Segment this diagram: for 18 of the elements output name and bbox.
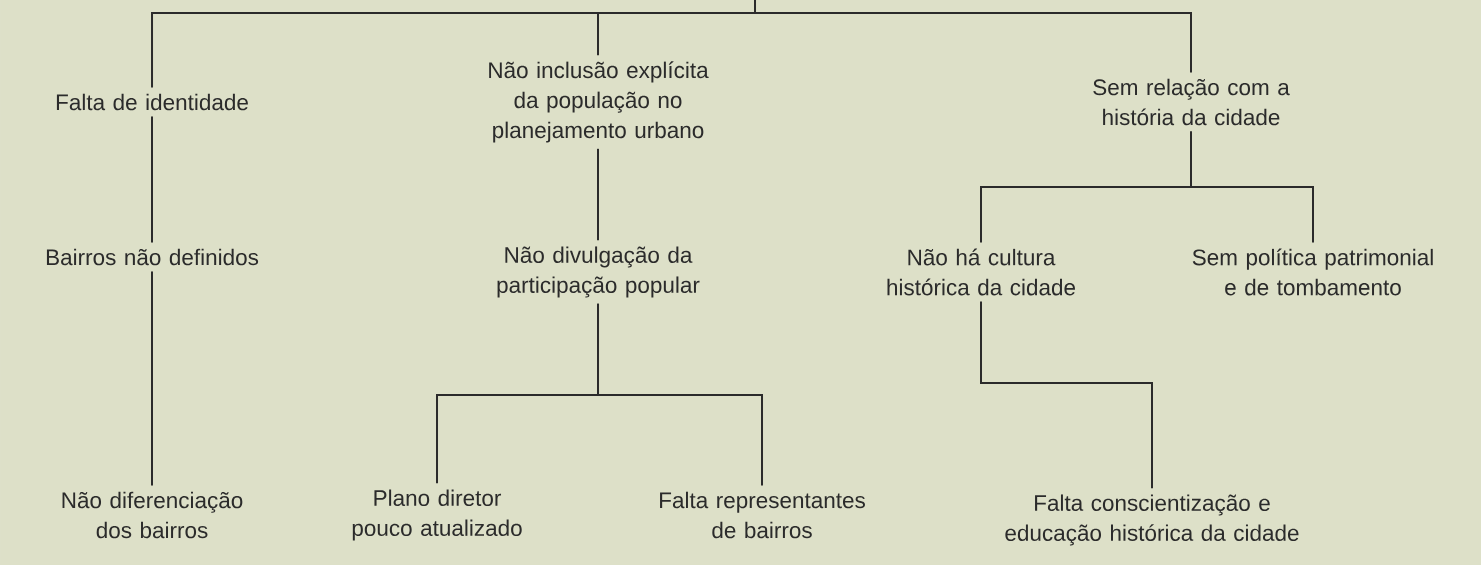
text-label: Não há cultura histórica da cidade [887, 248, 1075, 296]
connector-line [597, 147, 599, 242]
connector-line [754, 0, 1192, 74]
text-label: Falta conscientização e educação histórica da cidade [1005, 494, 1299, 546]
text-label: Falta de identidade [56, 93, 248, 111]
connector-line [151, 115, 153, 244]
connector-line [151, 270, 153, 487]
text-label: Falta representantes de bairros [660, 491, 865, 539]
text-label: Plano diretor pouco atualizado [352, 489, 522, 541]
text-label: Não inclusão explícita da população no planejamento urbano [489, 61, 709, 143]
connector-line [597, 302, 763, 487]
text-label: Sem política patrimonial e de tombamento [1192, 248, 1433, 296]
text-label: Sem relação com a história da cidade [1093, 78, 1290, 126]
connector-line [980, 300, 1153, 490]
text-label: Bairros não definidos [46, 248, 259, 266]
connector-line [1190, 130, 1314, 244]
text-label: Não diferenciação dos bairros [62, 491, 243, 539]
text-label: Não divulgação da participação popular [497, 246, 700, 298]
